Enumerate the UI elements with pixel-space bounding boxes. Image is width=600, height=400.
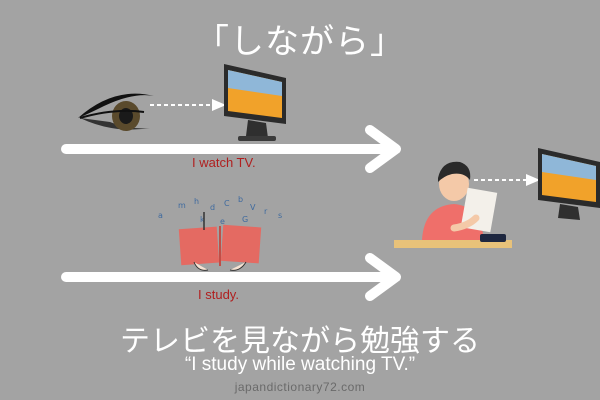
english-translation: “I study while watching TV.” (184, 354, 416, 375)
svg-text:V: V (250, 203, 256, 212)
top-arrow (61, 125, 401, 173)
student-sight-line (474, 174, 540, 186)
svg-text:b: b (238, 195, 243, 204)
svg-text:G: G (242, 215, 248, 224)
bottom-arrow (61, 253, 401, 301)
watermark: japandictionary72.com (234, 380, 366, 394)
svg-text:k: k (200, 215, 205, 224)
svg-text:m: m (178, 201, 186, 210)
tv-icon-right (538, 148, 600, 220)
student-studying-icon (394, 161, 512, 248)
japanese-sentence: テレビを見ながら勉強する (120, 324, 480, 359)
svg-text:h: h (194, 197, 199, 206)
eye-icon (78, 93, 154, 131)
svg-text:d: d (210, 203, 215, 212)
svg-text:r: r (264, 207, 268, 216)
sight-line (150, 99, 226, 111)
svg-text:a: a (158, 211, 163, 220)
svg-text:e: e (220, 217, 225, 226)
bottom-row-label: I study. (198, 287, 239, 302)
svg-text:s: s (278, 211, 282, 220)
tv-icon (224, 64, 286, 141)
diagram-title: 「しながら」 (195, 22, 405, 62)
top-row-label: I watch TV. (192, 155, 256, 170)
svg-text:C: C (224, 199, 230, 208)
